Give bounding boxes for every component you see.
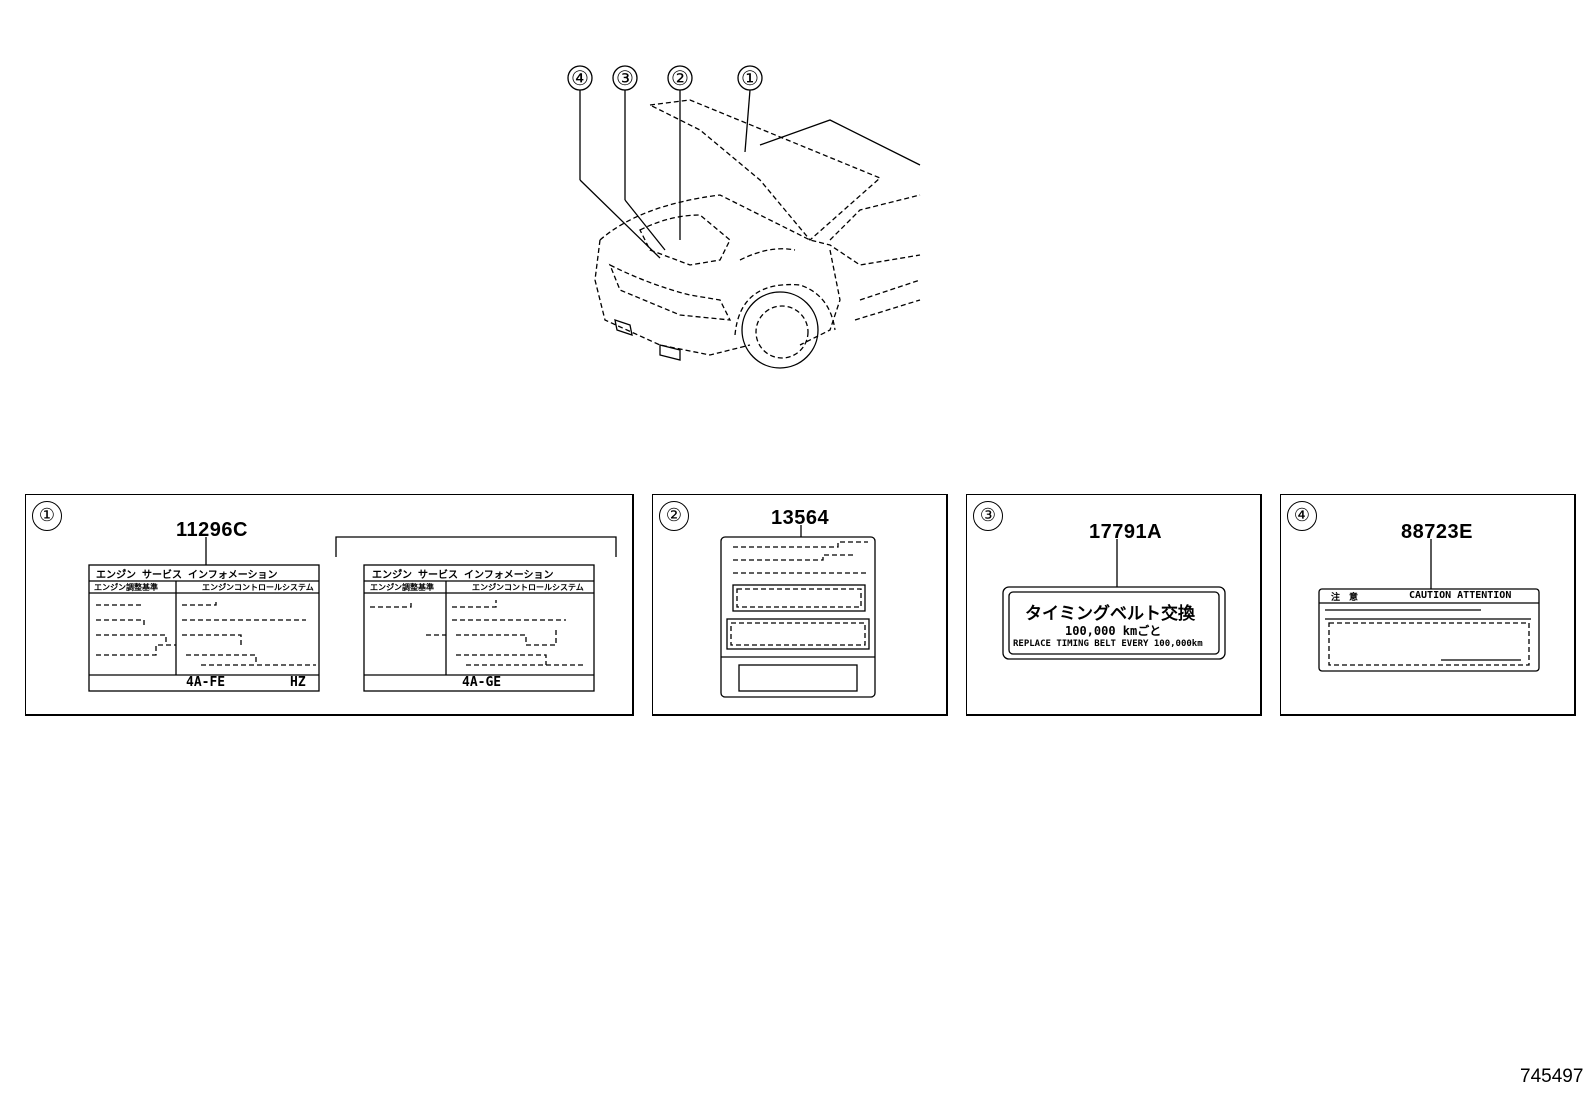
panel-4-graphics bbox=[1318, 539, 1540, 672]
panel-1-badge: ① bbox=[32, 501, 62, 531]
panel-4-badge: ④ bbox=[1287, 501, 1317, 531]
panel-1: ① 11296C エンジ゙ン サービス インフォメーション エンジ゙ン調整基準… bbox=[25, 494, 634, 716]
panel-3: ③ 17791A タイミングベルト交換 100,000 kmごと REPLACE… bbox=[966, 494, 1262, 716]
panel-4-header-left: 注 意 bbox=[1331, 593, 1359, 603]
label-b-header: エンジ゙ン サービス インフォメーション bbox=[372, 570, 554, 581]
panel-2: ② 13564 bbox=[652, 494, 948, 716]
panel-1-graphics bbox=[88, 536, 617, 692]
label-a-header: エンジ゙ン サービス インフォメーション bbox=[96, 570, 278, 581]
panel-4-part-number: 88723E bbox=[1401, 521, 1473, 543]
callout-3: ③ bbox=[616, 66, 634, 90]
label-a-sub-right: エンジ゙ンコントロールシステム bbox=[202, 583, 314, 592]
panel-2-part-number: 13564 bbox=[771, 507, 830, 529]
panel-2-badge: ② bbox=[659, 501, 689, 531]
car-illustration bbox=[567, 65, 921, 369]
panel-4: ④ 88723E 注 意 CAUTION ATTENTION bbox=[1280, 494, 1576, 716]
panel-1-part-number: 11296C bbox=[176, 519, 248, 541]
figure-code: 745497 bbox=[1520, 1066, 1584, 1087]
panel-3-line1: タイミングベルト交換 bbox=[1025, 604, 1195, 624]
label-a-engine: 4A-FE bbox=[186, 675, 226, 690]
label-a-sub-left: エンジ゙ン調整基準 bbox=[94, 583, 158, 592]
callout-1: ① bbox=[741, 66, 759, 90]
panel-3-part-number: 17791A bbox=[1089, 521, 1163, 543]
panel-2-graphics bbox=[720, 525, 876, 698]
label-b-engine: 4A-GE bbox=[462, 675, 502, 690]
label-b-sub-right: エンジ゙ンコントロールシステム bbox=[472, 583, 584, 592]
panel-3-line2: 100,000 kmごと bbox=[1065, 624, 1162, 638]
panel-3-badge: ③ bbox=[973, 501, 1003, 531]
panel-3-line3: REPLACE TIMING BELT EVERY 100,000km bbox=[1013, 639, 1203, 649]
callout-4: ④ bbox=[571, 66, 589, 90]
label-a-extra: HZ bbox=[290, 675, 306, 690]
panel-4-header-right: CAUTION ATTENTION bbox=[1409, 590, 1512, 601]
label-b-sub-left: エンジ゙ン調整基準 bbox=[370, 583, 434, 592]
callout-2: ② bbox=[671, 66, 689, 90]
panel-3-graphics bbox=[1002, 539, 1226, 660]
